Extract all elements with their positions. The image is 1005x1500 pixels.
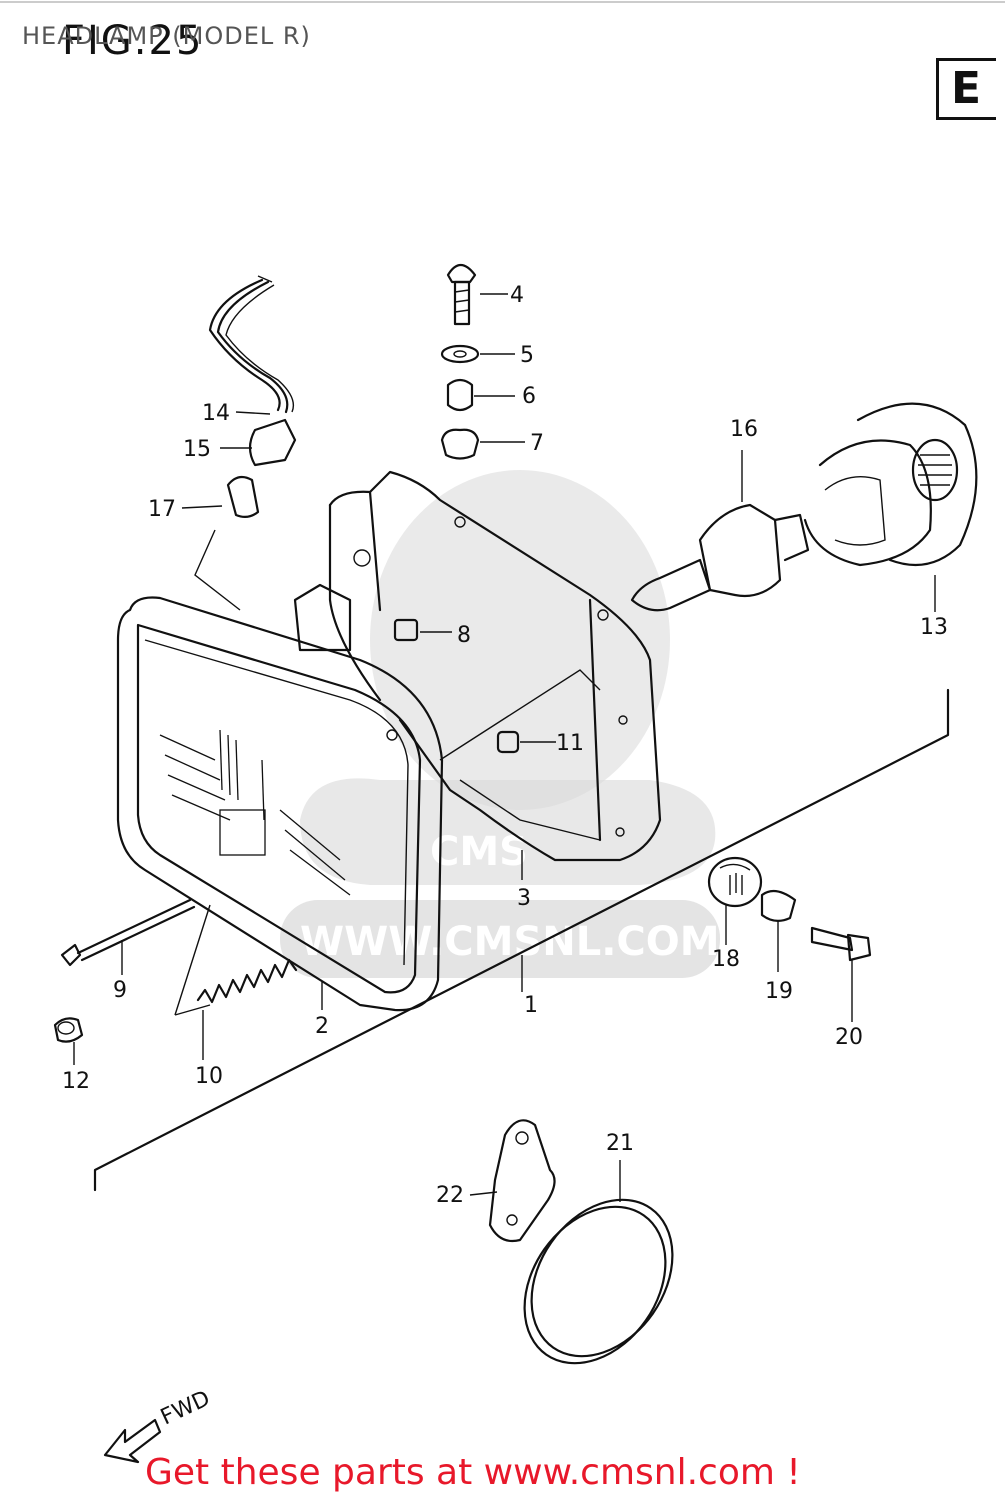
figure-number: FIG.25 <box>62 18 204 64</box>
callout-1: 1 <box>524 993 538 1018</box>
callout-12: 12 <box>62 1069 90 1094</box>
footer-cta-link[interactable]: Get these parts at www.cmsnl.com ! <box>145 1452 801 1493</box>
position-lamp-harness <box>181 275 297 611</box>
mounting-screw-stack <box>440 263 525 460</box>
callout-9: 9 <box>113 978 127 1003</box>
section-code-badge: E <box>936 58 996 120</box>
callout-labels: 1 2 3 4 5 6 7 8 9 10 11 12 13 14 15 16 1… <box>62 283 948 1208</box>
bulb-socket-cover <box>803 402 978 612</box>
callout-14: 14 <box>202 401 230 426</box>
callout-20: 20 <box>835 1025 863 1050</box>
side-cushions <box>707 856 872 1022</box>
headlight-bulb <box>630 450 810 612</box>
callout-10: 10 <box>195 1064 223 1089</box>
callout-3: 3 <box>517 886 531 911</box>
callout-19: 19 <box>765 979 793 1004</box>
forward-direction-arrow: FWD <box>103 1386 214 1464</box>
callout-21: 21 <box>606 1131 634 1156</box>
callout-6: 6 <box>522 384 536 409</box>
callout-2: 2 <box>315 1014 329 1039</box>
adjusting-screw <box>60 898 211 1016</box>
callout-17: 17 <box>148 497 176 522</box>
callout-8: 8 <box>457 623 471 648</box>
clip-nut <box>393 618 419 642</box>
spacer-collar <box>53 1017 84 1065</box>
callout-16: 16 <box>730 417 758 442</box>
adjusting-spring <box>196 958 298 1060</box>
rubber-cushion <box>496 730 520 754</box>
callout-22: 22 <box>436 1183 464 1208</box>
headlamp-housing <box>293 470 662 862</box>
reflector-bracket <box>469 1119 556 1243</box>
watermark-brand-text: CMS <box>430 829 528 875</box>
callout-15: 15 <box>183 437 211 462</box>
fwd-label: FWD <box>157 1386 214 1430</box>
callout-18: 18 <box>712 947 740 972</box>
callout-5: 5 <box>520 343 534 368</box>
headlamp-lens-unit <box>116 596 444 1012</box>
page-title: HEADLAMP (MODEL R) <box>22 22 311 50</box>
callout-11: 11 <box>556 731 584 756</box>
callout-4: 4 <box>510 283 524 308</box>
callout-7: 7 <box>530 431 544 456</box>
reflector-lens <box>523 1160 674 1365</box>
callout-13: 13 <box>920 615 948 640</box>
assembly-bracket-line <box>93 688 950 1192</box>
